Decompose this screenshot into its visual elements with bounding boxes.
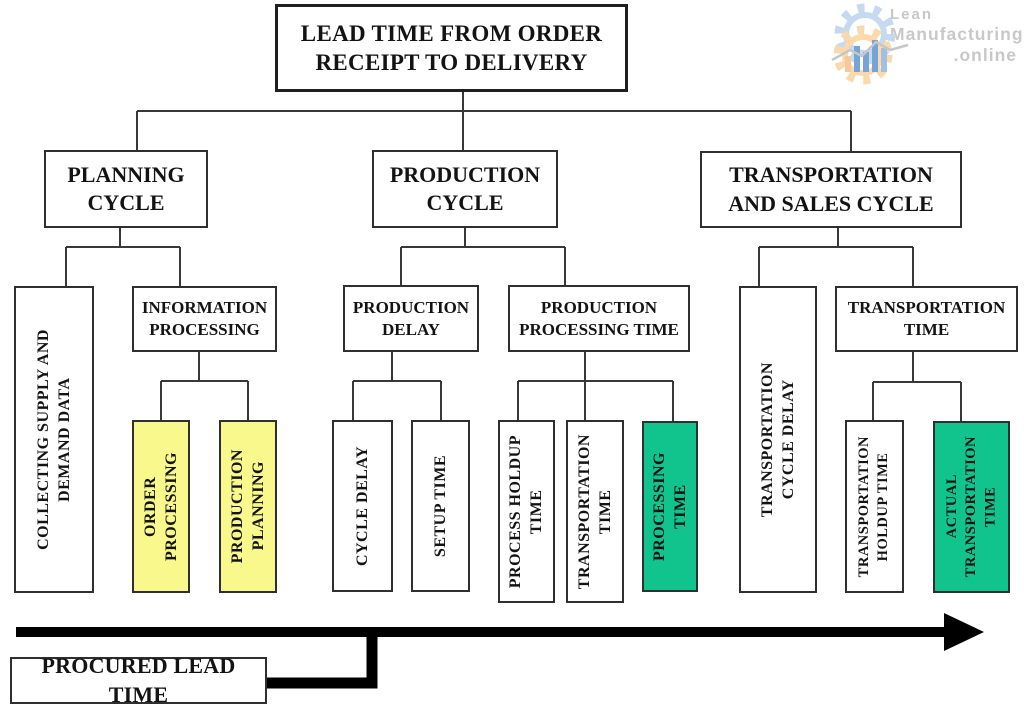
node-setup-time: SETUP TIME xyxy=(411,420,470,592)
transportation-time-label: TRANSPORTATION TIME xyxy=(847,298,1006,339)
production-delay-label: PRODUCTION DELAY xyxy=(352,297,470,339)
node-cycle-delay: CYCLE DELAY xyxy=(332,420,393,592)
production-planning-label: PRODUCTION PLANNING xyxy=(228,449,267,564)
node-information-processing: INFORMATION PROCESSING xyxy=(132,286,277,352)
processing-time-label: PROCESSING TIME xyxy=(650,451,689,562)
planning-cycle-label: PLANNING CYCLE xyxy=(67,161,185,215)
order-processing-label: ORDER PROCESSING xyxy=(141,451,180,562)
node-order-processing: ORDER PROCESSING xyxy=(132,420,190,593)
node-collecting-supply-demand-data: COLLECTING SUPPLY AND DEMAND DATA xyxy=(14,286,94,593)
cycle-delay-label: CYCLE DELAY xyxy=(353,445,371,567)
transportation-cycle-delay-label: TRANSPORTATION CYCLE DELAY xyxy=(758,361,797,518)
gear-chart-icon xyxy=(831,3,909,85)
actual-transportation-time-label: ACTUAL TRANSPORTATION TIME xyxy=(943,436,999,578)
production-processing-time-label: PRODUCTION PROCESSING TIME xyxy=(519,297,679,339)
transportation-sales-cycle-label: TRANSPORTATION AND SALES CYCLE xyxy=(728,162,934,216)
node-transportation-sales-cycle: TRANSPORTATION AND SALES CYCLE xyxy=(700,151,962,228)
transportation-time-inner-label: TRANSPORTATION TIME xyxy=(575,433,614,590)
process-holdup-time-label: PROCESS HOLDUP TIME xyxy=(507,434,546,589)
procured-lead-time-label: PROCURED LEAD TIME xyxy=(41,653,236,707)
watermark-line3: .online xyxy=(953,45,1017,65)
watermark-line1: Lean xyxy=(890,6,934,23)
production-cycle-label: PRODUCTION CYCLE xyxy=(389,161,541,215)
procured-lead-time-connector xyxy=(266,630,378,689)
tree-connectors xyxy=(65,92,962,421)
node-process-holdup-time: PROCESS HOLDUP TIME xyxy=(498,420,555,603)
node-planning-cycle: PLANNING CYCLE xyxy=(44,150,208,228)
node-transportation-cycle-delay: TRANSPORTATION CYCLE DELAY xyxy=(739,286,817,593)
node-production-cycle: PRODUCTION CYCLE xyxy=(372,150,558,228)
node-transportation-time: TRANSPORTATION TIME xyxy=(835,286,1018,352)
node-production-processing-time: PRODUCTION PROCESSING TIME xyxy=(508,285,690,352)
lead-time-arrow xyxy=(16,613,984,651)
root-title: LEAD TIME FROM ORDER RECEIPT TO DELIVERY xyxy=(300,20,603,75)
node-procured-lead-time: PROCURED LEAD TIME xyxy=(10,653,267,707)
watermark-line2: Manufacturing xyxy=(890,24,1024,44)
node-actual-transportation-time: ACTUAL TRANSPORTATION TIME xyxy=(933,421,1010,593)
node-transportation-time-inner: TRANSPORTATION TIME xyxy=(566,420,624,603)
node-processing-time: PROCESSING TIME xyxy=(642,421,698,592)
node-production-delay: PRODUCTION DELAY xyxy=(343,285,479,352)
node-lead-time-root: LEAD TIME FROM ORDER RECEIPT TO DELIVERY xyxy=(275,4,628,92)
collecting-supply-label: COLLECTING SUPPLY AND DEMAND DATA xyxy=(34,329,73,550)
setup-time-label: SETUP TIME xyxy=(431,454,449,558)
information-processing-label: INFORMATION PROCESSING xyxy=(141,298,268,339)
node-transportation-holdup-time: TRANSPORTATION HOLDUP TIME xyxy=(845,420,904,593)
node-production-planning: PRODUCTION PLANNING xyxy=(219,420,277,593)
transportation-holdup-time-label: TRANSPORTATION HOLDUP TIME xyxy=(856,435,892,578)
